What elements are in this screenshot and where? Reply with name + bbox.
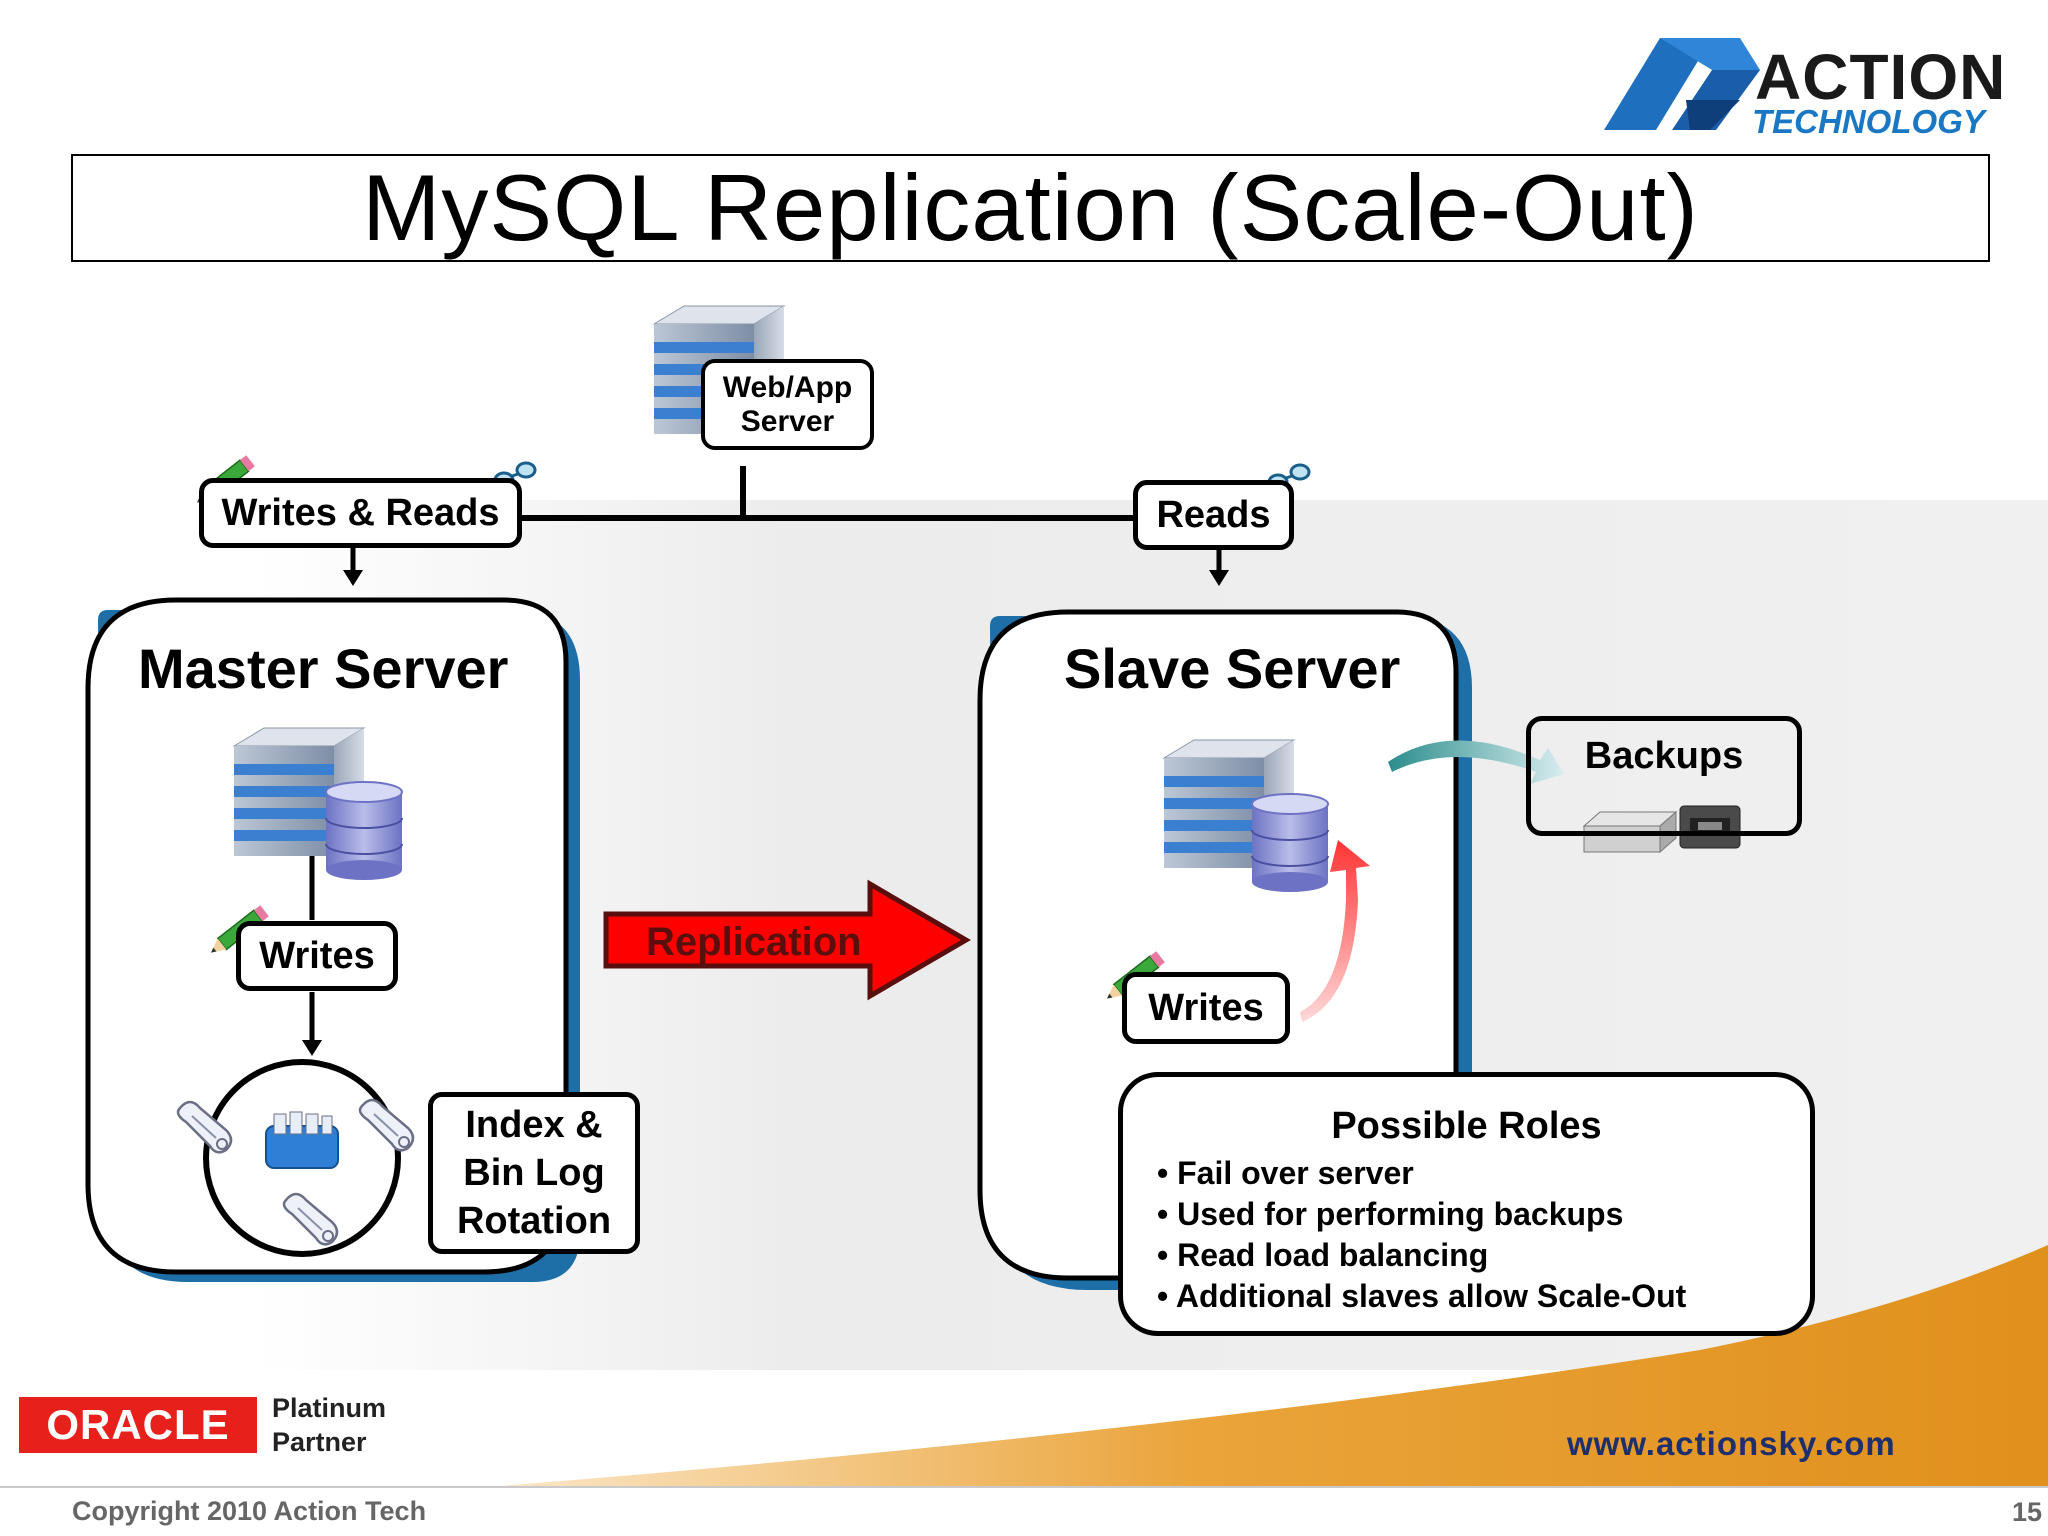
down-arrow-master — [343, 546, 363, 586]
slide-title: MySQL Replication (Scale-Out) — [362, 155, 1699, 260]
disk-drive-icon — [1582, 810, 1678, 854]
tape-drive-icon — [1679, 805, 1741, 849]
index-binlog-label: Index & Bin Log Rotation — [428, 1092, 640, 1254]
logo-technology-text: TECHNOLOGY — [1752, 103, 1985, 140]
copyright-text: Copyright 2010 Action Tech — [72, 1496, 427, 1526]
role-item: • Fail over server — [1157, 1155, 1414, 1191]
footer-swoosh — [500, 1245, 2048, 1486]
slide-title-box: MySQL Replication (Scale-Out) — [71, 154, 1990, 262]
website-url: www.actionsky.com — [1567, 1425, 1896, 1462]
backup-arrow — [1388, 740, 1564, 784]
action-logo-mark — [1604, 38, 1760, 130]
master-down-arrow — [302, 1040, 322, 1056]
backups-box: Backups — [1526, 716, 1802, 836]
oracle-logo: ORACLE — [19, 1397, 257, 1453]
slave-database-icon — [1251, 793, 1329, 893]
down-arrow-slave — [1209, 548, 1229, 586]
reads-label: Reads — [1133, 480, 1294, 550]
slave-server-title: Slave Server — [1064, 637, 1401, 700]
binlog-index-icon — [265, 1111, 339, 1169]
master-server-title: Master Server — [138, 637, 509, 700]
partner-badge: Platinum Partner — [272, 1391, 386, 1459]
slave-writes-label: Writes — [1122, 972, 1290, 1044]
web-app-server-label: Web/App Server — [701, 359, 874, 450]
backups-label: Backups — [1584, 735, 1744, 777]
role-item: • Additional slaves allow Scale-Out — [1157, 1278, 1687, 1314]
top-connector-lines — [517, 466, 1136, 521]
master-writes-label: Writes — [236, 921, 398, 991]
role-item: • Read load balancing — [1157, 1237, 1489, 1273]
possible-roles-list: • Fail over server • Used for performing… — [1157, 1153, 1686, 1317]
master-database-icon — [325, 781, 403, 881]
possible-roles-title: Possible Roles — [1331, 1105, 1602, 1147]
replication-label: Replication — [646, 920, 862, 964]
partner-line1: Platinum — [272, 1393, 387, 1423]
replication-arrow — [603, 879, 971, 1001]
page-number: 15 — [2012, 1497, 2043, 1527]
logo-action-text: ACTION — [1755, 41, 2007, 113]
writes-reads-label: Writes & Reads — [199, 478, 522, 548]
writes-up-arrow — [1300, 840, 1370, 1022]
role-item: • Used for performing backups — [1157, 1196, 1624, 1232]
partner-line2: Partner — [272, 1427, 367, 1457]
possible-roles-box: Possible Roles • Fail over server • Used… — [1118, 1072, 1815, 1336]
